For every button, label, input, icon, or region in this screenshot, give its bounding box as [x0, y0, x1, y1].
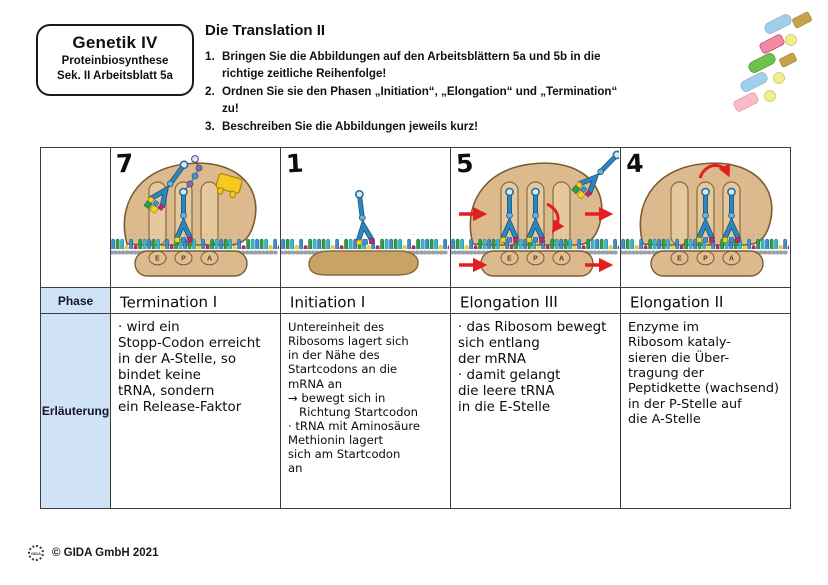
series-subtitle: Proteinbiosynthese — [61, 55, 169, 67]
small-ribosomal-subunit — [308, 250, 419, 276]
site-label-p: P — [181, 256, 186, 263]
order-number: 5 — [455, 148, 475, 179]
explanation-answer: · wird ein Stopp-Codon erreicht in der A… — [118, 320, 261, 416]
site-label-a: A — [207, 256, 212, 263]
peptide-bead — [195, 164, 203, 172]
series-sheet-number: Sek. II Arbeitsblatt 5a — [57, 70, 173, 82]
explanation-answer-cell: Enzyme im Ribosom kataly- sieren die Übe… — [620, 313, 791, 509]
worksheet-series-box: Genetik IV Proteinbiosynthese Sek. II Ar… — [36, 24, 194, 96]
diagram-cell-elongation-movement: E P A 5 — [450, 147, 621, 288]
instruction-item: 3. Beschreiben Sie die Abbildungen jewei… — [205, 118, 635, 135]
order-number: 7 — [115, 148, 135, 179]
explanation-answer: Untereinheit des Ribosoms lagert sich in… — [288, 320, 421, 476]
instruction-number: 1. — [205, 50, 215, 63]
row-label-erlaeuterung: Erläuterung — [40, 313, 111, 509]
phase-answer-cell: Initiation I — [280, 287, 451, 314]
phase-answer: Termination I — [119, 292, 218, 312]
red-transfer-arc-arrow — [698, 163, 731, 179]
instruction-text: Beschreiben Sie die Abbildungen jeweils … — [222, 119, 478, 133]
red-curved-arrow — [546, 202, 565, 234]
explanation-answer: · das Ribosom bewegt sich entlang der mR… — [458, 320, 607, 416]
site-label-a: A — [559, 256, 564, 263]
phase-answer: Elongation III — [459, 292, 558, 312]
ribosome-initiation-diagram — [281, 188, 449, 276]
peptide-bead — [186, 180, 194, 188]
instruction-item: 2. Ordnen Sie sie den Phasen „Initiation… — [205, 83, 635, 118]
site-label-e: E — [155, 256, 160, 263]
ribosome-elongation-transfer-diagram: E P A — [621, 162, 789, 277]
diagram-cell-termination: E P A — [110, 147, 281, 288]
dna-strand-logo — [733, 11, 812, 112]
row-label-phase: Phase — [40, 287, 111, 314]
instruction-number: 3. — [205, 119, 215, 133]
peptide-bead — [191, 155, 199, 163]
phase-answer: Initiation I — [289, 292, 366, 312]
phase-answer-cell: Termination I — [110, 287, 281, 314]
ribosome-termination-diagram: E P A — [111, 155, 279, 277]
series-title: Genetik IV — [72, 33, 158, 52]
phase-answer: Elongation II — [629, 292, 724, 312]
page-title: Die Translation II — [205, 22, 326, 39]
site-label-a: A — [729, 256, 734, 263]
explanation-answer-cell: · das Ribosom bewegt sich entlang der mR… — [450, 313, 621, 509]
gida-logo: GIDA — [28, 545, 44, 561]
site-label-p: P — [703, 256, 708, 263]
incoming-trna — [571, 148, 619, 200]
phase-answer-cell: Elongation III — [450, 287, 621, 314]
diagram-cell-initiation: 1 — [280, 147, 451, 288]
footer: GIDA © GIDA GmbH 2021 — [28, 545, 158, 561]
instruction-text: Ordnen Sie sie den Phasen „Initiation“, … — [222, 84, 618, 116]
site-label-e: E — [507, 256, 512, 263]
phase-answer-cell: Elongation II — [620, 287, 791, 314]
order-number: 1 — [285, 148, 305, 179]
table-corner-blank — [40, 147, 111, 288]
diagram-cell-elongation-transfer: E P A 4 — [620, 147, 791, 288]
release-factor — [215, 173, 243, 199]
instruction-number: 2. — [205, 84, 215, 98]
explanation-answer-cell: Untereinheit des Ribosoms lagert sich in… — [280, 313, 451, 509]
copyright-text: © GIDA GmbH 2021 — [52, 547, 159, 559]
peptide-bead — [191, 172, 199, 180]
site-label-e: E — [677, 256, 682, 263]
worksheet-table: E P A — [40, 147, 791, 509]
explanation-answer: Enzyme im Ribosom kataly- sieren die Übe… — [628, 320, 779, 428]
site-label-p: P — [533, 256, 538, 263]
order-number: 4 — [625, 148, 645, 179]
instruction-item: 1. Bringen Sie die Abbildungen auf den A… — [205, 48, 635, 83]
departing-trna — [143, 155, 195, 214]
ribosome-elongation-movement-diagram: E P A — [451, 148, 619, 277]
explanation-answer-cell: · wird ein Stopp-Codon erreicht in der A… — [110, 313, 281, 509]
instruction-list: 1. Bringen Sie die Abbildungen auf den A… — [205, 48, 635, 135]
instruction-text: Bringen Sie die Abbildungen auf den Arbe… — [222, 50, 601, 81]
